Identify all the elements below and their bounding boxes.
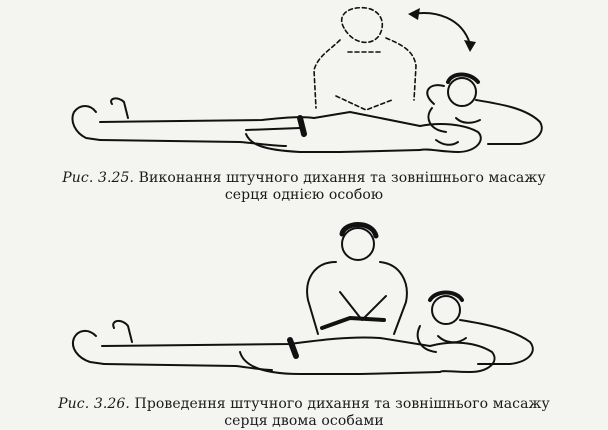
caption-text: Виконання штучного дихання та зовнішньог… xyxy=(138,170,546,186)
figure-3-26-caption: Рис. 3.26. Проведення штучного дихання т… xyxy=(0,396,608,430)
figure-ref: Рис. 3.26. xyxy=(58,396,130,412)
caption-text: Проведення штучного дихання та зовнішньо… xyxy=(134,396,550,412)
caption-text-line2: серця однією особою xyxy=(224,187,384,203)
caption-text-line2: серця двома особами xyxy=(224,413,384,429)
figure-ref: Рис. 3.25. xyxy=(62,170,135,186)
figure-3-25-caption: Рис. 3.25. Виконання штучного дихання та… xyxy=(0,170,608,204)
